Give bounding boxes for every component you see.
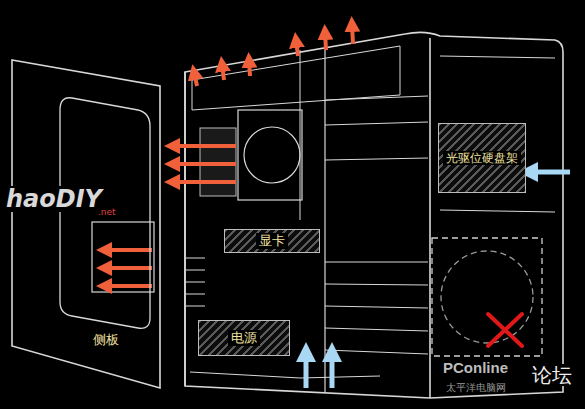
side-panel: 侧板 (10, 58, 162, 390)
part-label: 侧板 (90, 332, 122, 348)
side-panel-outline (10, 58, 162, 390)
power-supply-box: 电源 (198, 320, 290, 356)
drive-bay-box: 光驱位硬盘架 (438, 123, 526, 193)
watermark: .net (98, 208, 116, 218)
part-label: 电源 (228, 330, 260, 346)
watermark: 太平洋电脑网 (446, 382, 506, 393)
watermark: PConline (443, 360, 508, 377)
part-label: 显卡 (256, 233, 288, 249)
part-label: 光驱位硬盘架 (443, 151, 521, 165)
watermark: haoDIY (6, 186, 102, 212)
graphics-card-box: 显卡 (224, 229, 320, 253)
watermark: 论坛 (532, 364, 572, 386)
